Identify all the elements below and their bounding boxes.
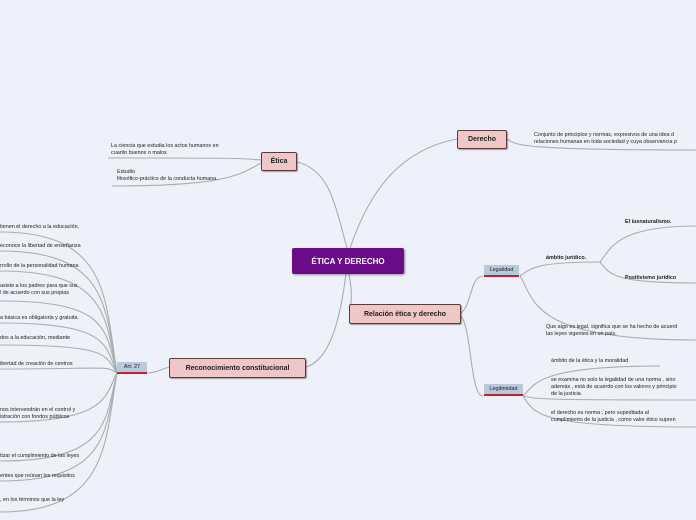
connector-art-8 (0, 372, 118, 423)
art-item-10[interactable]: entes que reúnan los requisitos (0, 473, 75, 479)
etica-definition-2[interactable]: Estudio filosófico-práctico de la conduc… (117, 169, 218, 182)
art-item-5[interactable]: a básica es obligatoria y gratuita. (0, 315, 79, 321)
connector-art-11 (0, 372, 118, 513)
connector-relacion-legitimidad (460, 315, 484, 397)
legitimidad-tag[interactable]: Legitimidad (484, 384, 523, 396)
connector-root-derecho (349, 138, 458, 249)
connector-root-etica (296, 161, 348, 249)
derecho-node[interactable]: Derecho (457, 130, 507, 149)
connector-legalidad-legal (519, 275, 696, 341)
legitimidad-ambito[interactable]: ámbito de la ética y la moralidad (551, 358, 629, 364)
art-item-2[interactable]: econoce la libertad de enseñanza (0, 243, 81, 249)
reconocimiento-label: Reconocimiento constitucional (185, 364, 290, 372)
reconocimiento-node[interactable]: Reconocimiento constitucional (169, 358, 306, 378)
legitimidad-examina[interactable]: se examina no solo la legalidad de una n… (551, 377, 677, 397)
positivismo-item[interactable]: Positivismo jurídico (625, 275, 677, 281)
art-item-1[interactable]: tienen el derecho a la educación. (0, 224, 80, 230)
art-item-4[interactable]: asiste a los padres para que sus l de ac… (0, 283, 78, 296)
relacion-label: Relación ética y derecho (363, 310, 447, 318)
connector-derecho-def (506, 138, 696, 151)
connector-reconocimiento-art (146, 366, 170, 374)
connector-relacion-legalidad (460, 275, 484, 314)
etica-label: Ética (270, 158, 288, 165)
connector-art-5 (0, 322, 118, 374)
derecho-label: Derecho (467, 136, 496, 143)
connector-art-7 (0, 367, 118, 374)
connector-art-9 (0, 372, 118, 462)
connector-art-4 (0, 300, 118, 374)
art-item-6[interactable]: dos a la educación, mediante (0, 335, 71, 341)
art-item-8[interactable]: nos intervendrán en el control y istraci… (0, 407, 76, 420)
derecho-definition[interactable]: Conjunto de principios y normas, expresi… (534, 132, 677, 145)
iusnaturalismo-item[interactable]: El iusnaturalismo. (625, 219, 672, 225)
art-item-11[interactable]: , en los términos que la ley (0, 497, 65, 503)
connector-etica-def1 (107, 157, 262, 161)
connector-etica-def2 (111, 162, 262, 187)
art-27-tag[interactable]: Art. 27 (117, 362, 147, 374)
legalidad-definition[interactable]: Que algo es legal, significa que se ha h… (546, 324, 678, 337)
legalidad-ambito[interactable]: ámbito jurídico. (546, 255, 587, 261)
root-label: ÉTICA Y DERECHO (311, 256, 385, 266)
art-item-9[interactable]: tizar el cumplimiento de las leyes (0, 453, 80, 459)
root-node[interactable]: ÉTICA Y DERECHO (292, 248, 404, 274)
etica-definition-1[interactable]: La ciencia que estudia los actos humanos… (111, 143, 219, 156)
connector-legitimidad-norma (522, 395, 696, 428)
connector-ambito-positivismo (599, 261, 696, 284)
art-item-7[interactable]: ibertad de creación de centros (0, 361, 73, 367)
connector-root-reconocimiento (305, 273, 347, 368)
connector-art-1 (0, 231, 118, 374)
connector-legitimidad-ambito (522, 365, 661, 397)
connector-art-10 (0, 372, 118, 482)
legitimidad-norma[interactable]: el derecho es norma , pero supeditada al… (551, 410, 676, 423)
connector-art-2 (0, 250, 118, 374)
connector-art-6 (0, 344, 118, 374)
connector-art-3 (0, 270, 118, 374)
art-item-3[interactable]: rrollo de la personalidad humana (0, 263, 79, 269)
connector-ambito-iusnaturalismo (599, 225, 696, 263)
relacion-node[interactable]: Relación ética y derecho (349, 304, 461, 324)
connector-legalidad-ambito (519, 261, 601, 277)
legalidad-tag[interactable]: Legalidad (484, 265, 519, 277)
etica-node[interactable]: Ética (261, 152, 297, 171)
connector-legitimidad-examina (522, 395, 696, 401)
